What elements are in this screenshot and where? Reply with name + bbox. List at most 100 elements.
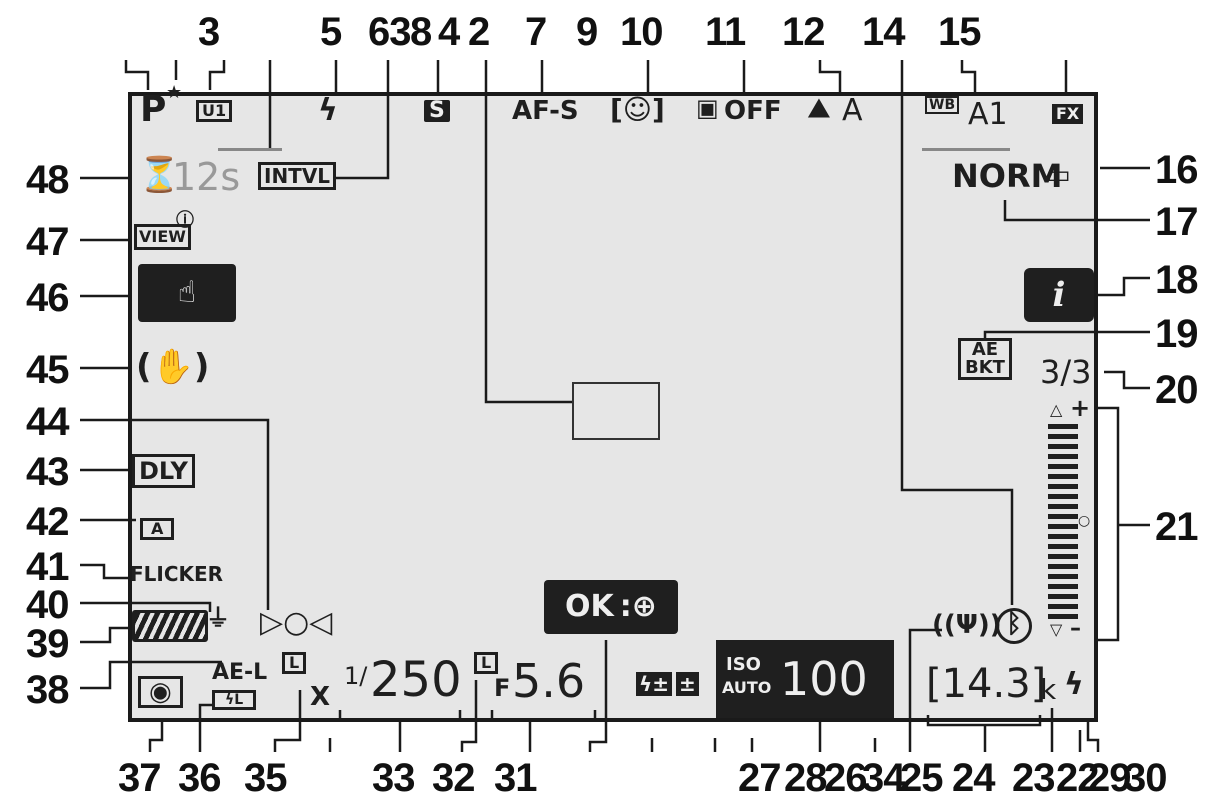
callout-28: 28 [784,756,827,800]
leader-12 [818,60,842,92]
exposure-compensation-icon: ± [676,672,699,696]
picture-control-value: A [842,93,863,128]
subject-detection-off: OFF [724,96,782,126]
battery-indicator [132,610,208,642]
callout-35: 35 [244,756,287,800]
callout-37: 37 [118,756,161,800]
flash-mode-icon: ϟ [318,93,338,128]
scale-down-arrow-icon: ▽ [1050,620,1063,639]
callout-9: 9 [576,10,598,54]
callout-16: 16 [1155,148,1198,192]
bracketing-progress-icon: ▷○◁ [260,605,333,640]
flexible-program-star-icon: ★ [166,82,183,103]
shots-remaining-value: [14.3] [926,661,1047,707]
callout-43: 43 [26,450,69,494]
callout-17: 17 [1155,200,1198,244]
leader-44 [80,418,270,610]
leader-37 [148,722,164,752]
leader-32 [460,680,478,752]
leader-14 [900,60,1014,605]
callout-10: 10 [620,10,663,54]
exposure-delay-indicator: DLY [132,454,195,488]
metering-icon: ◉ [138,676,183,708]
ae-bkt-top: AE [971,339,999,360]
callout-48: 48 [26,158,69,202]
callout-27: 27 [738,756,781,800]
leader-25 [908,628,942,752]
flicker-indicator: FLICKER [130,562,224,586]
callout-24: 24 [952,756,995,800]
callout-22: 22 [1056,756,1099,800]
callout-26: 26 [824,756,867,800]
leader-35 [273,690,302,752]
leader-38 [80,660,222,690]
ae-bkt-bottom: BKT [965,357,1005,378]
callout-39: 39 [26,622,69,666]
callout-40: 40 [26,583,69,627]
callout-47: 47 [26,220,69,264]
ok-focus-button[interactable]: OK :⊕ [544,580,678,634]
iso-value: 100 [780,652,868,706]
iso-display-panel: ISO AUTO 100 [716,640,894,718]
focus-point [572,382,660,440]
touch-shutter-button[interactable]: ☝ [138,264,236,322]
callout-3: 3 [198,10,220,54]
callout-19: 19 [1155,312,1198,356]
af-area-mode-icon: [☺] [610,93,665,126]
interval-timer-value: 12s [172,155,241,199]
bracketing-count: 3/3 [1040,353,1092,391]
shutter-speed-value: 250 [370,652,462,708]
callout-36: 36 [178,756,221,800]
leader-1 [124,60,150,90]
leader-41 [80,563,132,580]
callout-20: 20 [1155,368,1198,412]
callout-5: 5 [320,10,342,54]
leader-36 [198,703,220,752]
callout-34: 34 [862,756,905,800]
view-warning-icon: ⓘ [176,210,194,231]
callout-25: 25 [900,756,943,800]
bluetooth-icon: ᛒ [996,608,1032,644]
crosshair-icon: :⊕ [619,589,657,624]
scale-minus-icon: – [1070,616,1081,641]
callout-63: 63 [368,10,411,54]
leader-31 [490,710,597,752]
lock-indicator-shutter: L [282,652,307,674]
aperture-value: 5.6 [512,654,586,708]
focus-mode-indicator: AF-S [512,96,579,126]
exposure-scale-bars [1048,424,1078,620]
scale-up-arrow-icon: △ [1050,400,1063,419]
callout-41: 41 [26,545,69,589]
scale-plus-icon: + [1070,394,1091,422]
callout-18: 18 [1155,258,1198,302]
x-sync-indicator: X [310,682,331,712]
callout-21: 21 [1155,505,1198,549]
power-plug-icon: ⏚ [206,604,230,632]
leader-40 [80,601,212,612]
ok-label: OK [565,589,614,624]
leader-21 [1098,406,1150,642]
user-setting-indicator: U1 [196,100,233,122]
callout-23: 23 [1012,756,1055,800]
ae-lock-indicator: AE-L [212,660,268,685]
ae-bracketing-indicator: AE BKT [958,338,1012,380]
leader-15 [960,60,977,95]
callout-11: 11 [705,10,746,54]
callout-2: 2 [468,10,490,54]
leader-33 [338,710,462,752]
image-quality-indicator: NORM [952,157,1063,195]
callout-14: 14 [862,10,905,54]
callout-38: 38 [26,668,69,712]
leader-6 [330,60,390,180]
remaining-time-icon: ⏳ [138,155,181,195]
flash-ready-icon: ϟ [1064,667,1084,702]
callout-32: 32 [432,756,475,800]
callout-29: 29 [1088,756,1131,800]
flash-compensation-icon: ϟ± [636,672,672,696]
info-button[interactable]: i [1024,268,1094,322]
leader-30 [1086,720,1100,752]
leader-39 [80,626,132,644]
callout-42: 42 [26,500,69,544]
image-size-icon: ▭ [1046,160,1071,190]
